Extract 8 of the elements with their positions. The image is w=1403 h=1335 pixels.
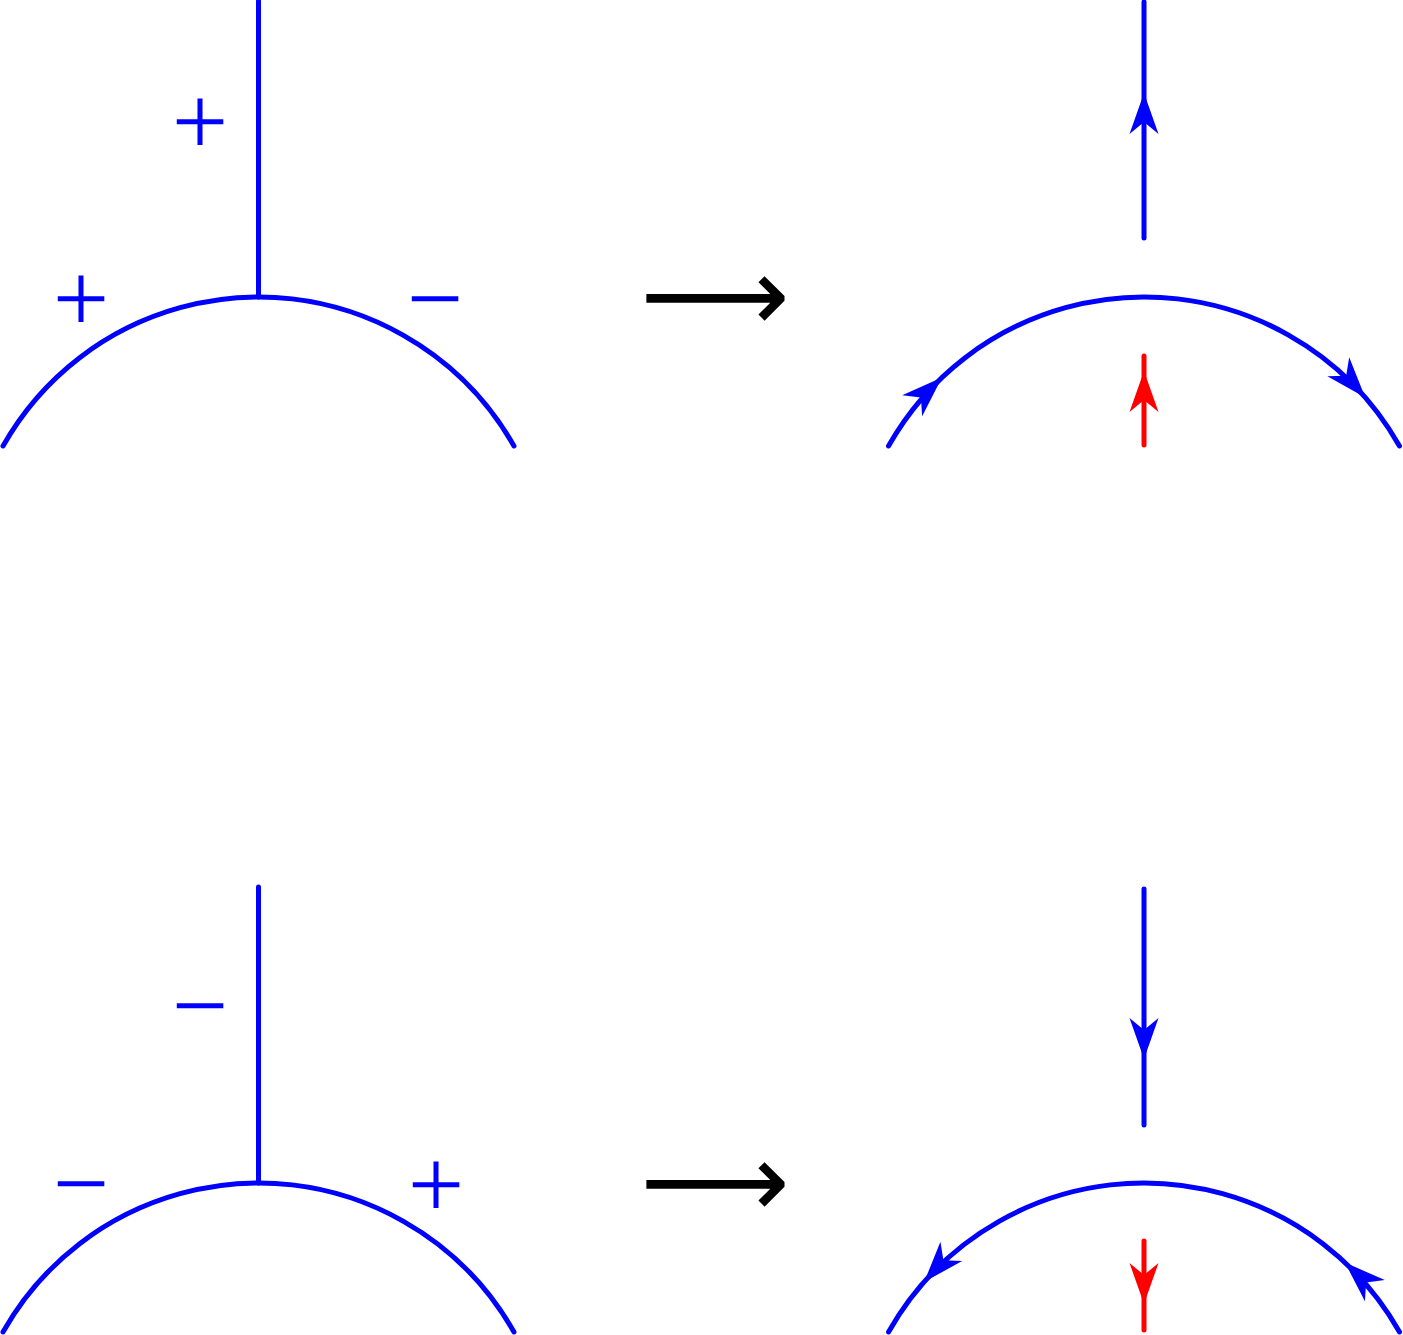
sign-label: − bbox=[57, 1181, 105, 1187]
arrow-symbol: ⟶ bbox=[646, 276, 785, 321]
sign-label: + bbox=[176, 98, 224, 146]
sign-label: + bbox=[57, 275, 105, 323]
arrow-symbol: ⟶ bbox=[646, 1162, 785, 1207]
sign-label: − bbox=[176, 1003, 224, 1009]
sign-label: + bbox=[412, 1161, 460, 1209]
sign-label: − bbox=[411, 296, 459, 302]
